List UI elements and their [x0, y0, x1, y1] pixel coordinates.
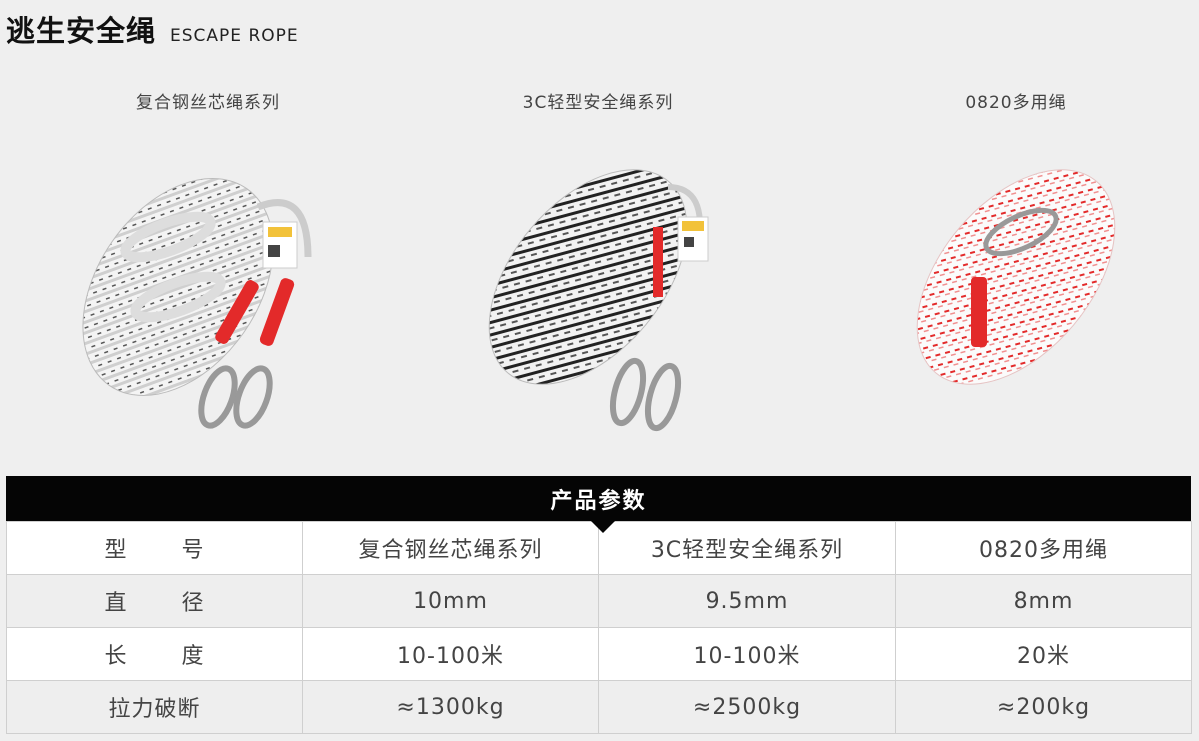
table-cell: 9.5mm	[598, 574, 896, 628]
table-cell: 20米	[895, 627, 1192, 681]
table-cell: ≈1300kg	[302, 680, 599, 734]
spec-table: 产品参数 型 号 复合钢丝芯绳系列 3C轻型安全绳系列 0820多用绳 直 径	[6, 476, 1192, 734]
product-name-2: 3C轻型安全绳系列	[522, 93, 674, 113]
table-row-diameter: 直 径 10mm 9.5mm 8mm	[6, 574, 1192, 628]
spec-grid: 型 号 复合钢丝芯绳系列 3C轻型安全绳系列 0820多用绳 直 径 10mm …	[6, 521, 1192, 734]
table-cell: 10mm	[302, 574, 599, 628]
black-white-rope-image	[488, 169, 709, 432]
spec-table-header: 产品参数	[6, 476, 1191, 533]
table-row-model: 型 号 复合钢丝芯绳系列 3C轻型安全绳系列 0820多用绳	[6, 521, 1192, 575]
product-card-1: 复合钢丝芯绳系列	[18, 88, 398, 447]
table-cell: ≈2500kg	[598, 680, 896, 734]
product-card-3: 0820多用绳	[826, 88, 1199, 447]
white-rope-red-sleeves-image	[82, 178, 312, 429]
row-label-char-2: 度	[181, 644, 205, 669]
row-label: 拉力破断	[6, 680, 303, 734]
table-cell: 0820多用绳	[895, 521, 1192, 575]
page-header: 逃生安全绳 ESCAPE ROPE	[6, 8, 299, 50]
product-card-2: 3C轻型安全绳系列	[408, 88, 788, 447]
red-white-rope-image	[916, 169, 1116, 385]
table-cell: ≈200kg	[895, 680, 1192, 734]
row-label-char-2: 号	[181, 538, 205, 563]
row-label: 型 号	[6, 521, 303, 575]
page-subtitle: ESCAPE ROPE	[170, 26, 299, 46]
product-name-3: 0820多用绳	[965, 93, 1067, 113]
row-label-char-1: 长	[104, 644, 128, 669]
row-label-char-1: 型	[104, 538, 128, 563]
product-gallery: 复合钢丝芯绳系列 3C轻型安全绳系列	[0, 88, 1199, 448]
header-notch	[591, 521, 615, 533]
table-cell: 8mm	[895, 574, 1192, 628]
table-cell: 10-100米	[302, 627, 599, 681]
row-label-char-2: 径	[181, 591, 205, 616]
table-cell: 复合钢丝芯绳系列	[302, 521, 599, 575]
page-title: 逃生安全绳	[6, 14, 157, 48]
table-row-length: 长 度 10-100米 10-100米 20米	[6, 627, 1192, 681]
table-cell: 3C轻型安全绳系列	[598, 521, 896, 575]
row-label: 直 径	[6, 574, 303, 628]
table-row-breaking-strength: 拉力破断 ≈1300kg ≈2500kg ≈200kg	[6, 680, 1192, 734]
row-label: 长 度	[6, 627, 303, 681]
row-label-char-1: 直	[104, 591, 128, 616]
table-cell: 10-100米	[598, 627, 896, 681]
spec-table-title: 产品参数	[550, 488, 647, 514]
product-name-1: 复合钢丝芯绳系列	[136, 93, 280, 113]
